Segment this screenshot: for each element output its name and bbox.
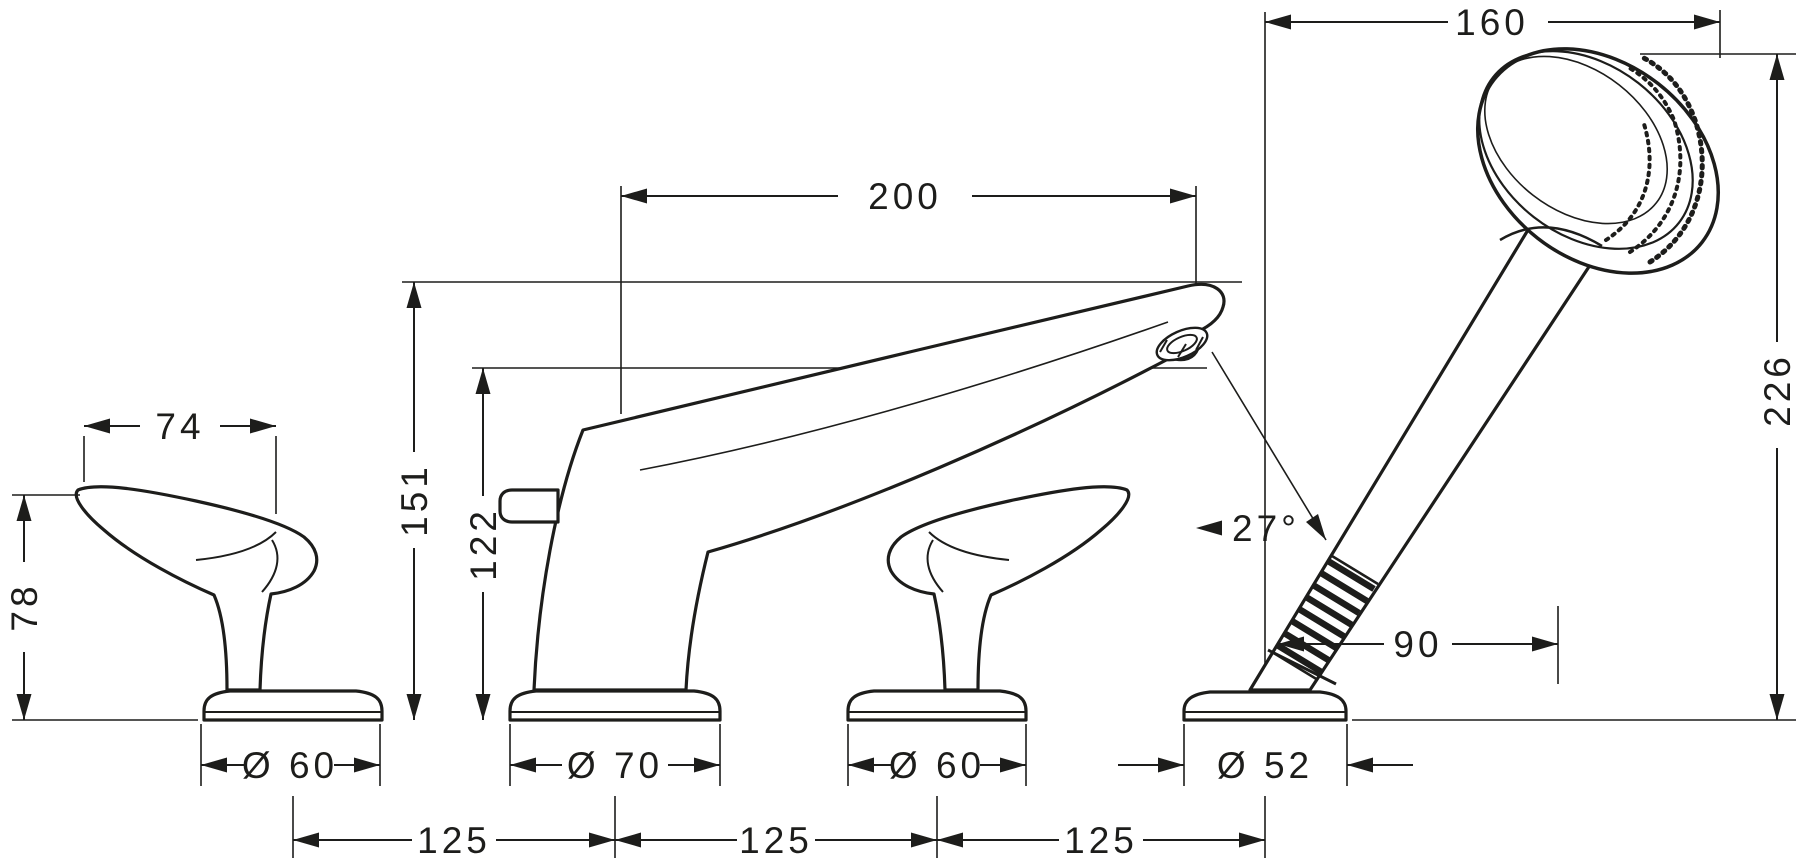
left-handle [74,485,384,722]
dim-dia-spout-70-label: Ø 70 [567,745,663,786]
right-handle-lever [886,485,1131,692]
handshower-spray-face [1604,53,1705,265]
dim-dia-right-60-label: Ø 60 [889,745,985,786]
dim-height-122: 122 [463,368,504,720]
dim-angle-27: 27° [1196,351,1327,549]
right-handle-base [846,689,1028,722]
dim-pitch-b-label: 125 [739,820,813,861]
dim-dia-right-60: Ø 60 [847,724,1027,786]
left-handle-base [202,689,384,722]
dim-dia-left-60-label: Ø 60 [242,745,338,786]
dim-height-151-label: 151 [394,463,435,537]
dim-dia-left-60: Ø 60 [200,724,381,786]
dim-height-78-label: 78 [4,582,45,631]
dim-projection-200-label: 200 [868,176,942,217]
dim-offset-90: 90 [1278,606,1559,684]
left-handle-lever [74,485,319,692]
dim-height-151: 151 [394,281,1242,720]
handshower-base [1182,690,1348,722]
dim-dia-shower-52: Ø 52 [1118,724,1413,786]
dim-handle-74: 74 [83,406,277,514]
dim-dia-spout-70: Ø 70 [509,724,721,786]
dim-height-226: 226 [1352,53,1798,721]
spout-base [508,689,722,722]
dim-width-160-label: 160 [1455,2,1529,43]
right-handle [846,485,1131,722]
spout [498,282,1226,722]
dim-handle-74-label: 74 [155,406,204,447]
dim-offset-90-label: 90 [1393,624,1442,665]
dim-height-122-label: 122 [463,507,504,581]
spout-diverter-knob [498,488,560,524]
dim-height-78: 78 [4,494,198,721]
dim-height-226-label: 226 [1757,353,1798,427]
dim-width-160: 160 [1265,2,1721,58]
dim-pitch-row: 125 125 125 [292,796,1266,861]
dim-pitch-c-label: 125 [1064,820,1138,861]
handshower [1182,47,1720,722]
dim-dia-shower-52-label: Ø 52 [1217,745,1313,786]
dim-angle-27-label: 27° [1232,508,1300,549]
dim-projection-200: 200 [620,176,1196,414]
handshower-head [1476,47,1720,275]
dim-pitch-a-label: 125 [417,820,491,861]
handshower-wand [1248,208,1602,692]
